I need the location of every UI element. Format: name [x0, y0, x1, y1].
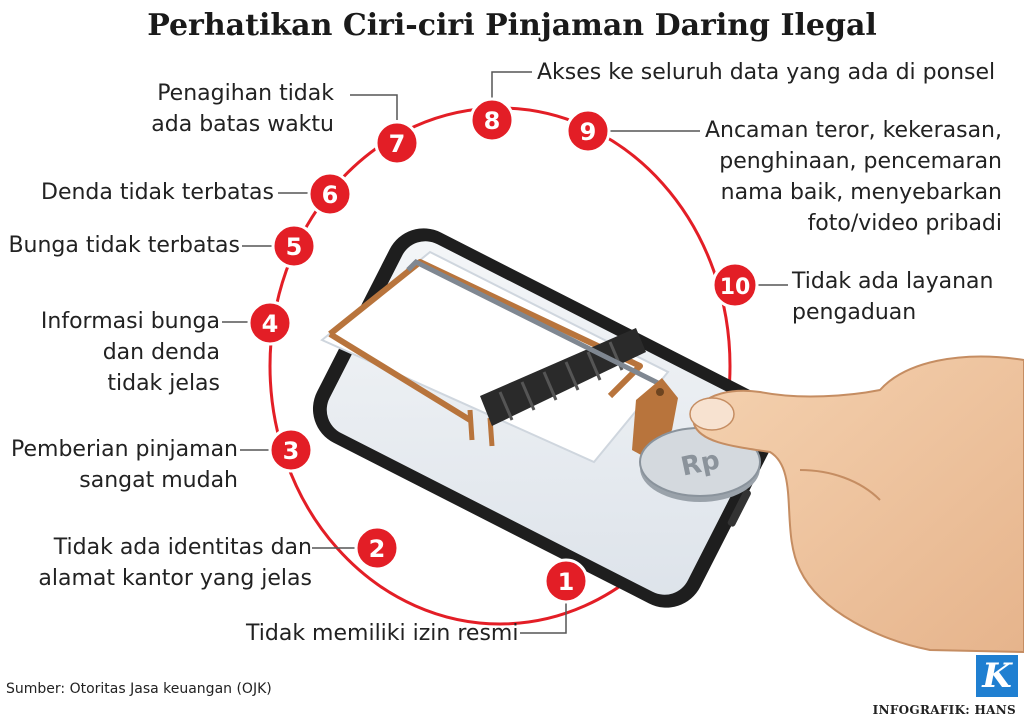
leader-7	[350, 94, 398, 120]
leader-lines	[222, 71, 788, 634]
kompas-logo: K	[976, 655, 1018, 697]
badge-9: 9	[565, 108, 611, 154]
label-9: Ancaman teror, kekerasan, penghinaan, pe…	[704, 118, 1002, 236]
trap-spring	[480, 328, 646, 426]
label-3: Pemberian pinjaman sangat mudah	[11, 437, 238, 493]
badge-number: 4	[262, 310, 279, 338]
label-6: Denda tidak terbatas	[41, 180, 274, 205]
badge-5: 5	[271, 223, 317, 269]
label-5: Bunga tidak terbatas	[8, 233, 240, 258]
label-2: Tidak ada identitas dan alamat kantor ya…	[38, 535, 312, 591]
badge-number: 3	[283, 437, 300, 465]
badge-number: 10	[720, 275, 751, 300]
badge-3: 3	[268, 427, 314, 473]
bait-plate	[632, 378, 678, 460]
badge-number: 1	[558, 568, 575, 596]
label-10: Tidak ada layanan pengaduan	[792, 269, 994, 325]
label-4: Informasi bunga dan denda tidak jelas	[40, 309, 220, 396]
badge-number: 5	[286, 233, 303, 261]
fingernail	[689, 397, 735, 431]
badge-number: 8	[484, 107, 501, 135]
label-1: Tidak memiliki izin resmi	[246, 621, 519, 646]
badge-2: 2	[354, 525, 400, 571]
trap-frame	[328, 259, 643, 399]
badge-8: 8	[469, 97, 515, 143]
label-7: Penagihan tidak ada batas waktu	[151, 81, 334, 137]
badge-number: 7	[389, 130, 406, 158]
badge-7: 7	[374, 120, 420, 166]
credit-text: INFOGRAFIK: HANS	[872, 703, 1016, 717]
badge-number: 9	[580, 118, 597, 146]
mousetrap	[320, 250, 678, 464]
hand	[689, 355, 1024, 654]
badge-number: 6	[322, 181, 339, 209]
label-8: Akses ke seluruh data yang ada di ponsel	[537, 60, 996, 85]
badge-1: 1	[543, 558, 589, 604]
leader-8	[491, 71, 532, 98]
source-text: Sumber: Otoritas Jasa keuangan (OJK)	[6, 681, 272, 697]
leader-1	[520, 600, 567, 634]
badge-6: 6	[307, 171, 353, 217]
badge-10: 10	[711, 261, 759, 309]
page-title: Perhatikan Ciri-ciri Pinjaman Daring Ile…	[147, 8, 877, 43]
badge-4: 4	[247, 300, 293, 346]
badge-number: 2	[369, 535, 386, 563]
